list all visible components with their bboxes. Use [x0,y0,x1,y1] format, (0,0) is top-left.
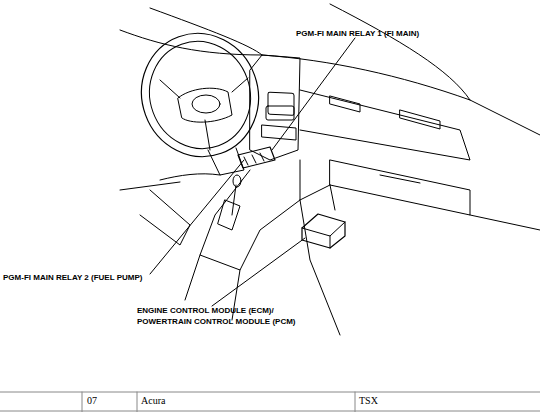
part-label: PGM-FI MAIN RELAY 1 (FI MAIN) [296,28,419,39]
part-label: ENGINE CONTROL MODULE (ECM)/ POWERTRAIN … [137,305,317,327]
table-cell: 07 [87,395,97,407]
table-cell: TSX [359,395,378,407]
part-label: PGM-FI MAIN RELAY 2 (FUEL PUMP) [3,272,142,283]
table-cell: Acura [141,395,165,407]
